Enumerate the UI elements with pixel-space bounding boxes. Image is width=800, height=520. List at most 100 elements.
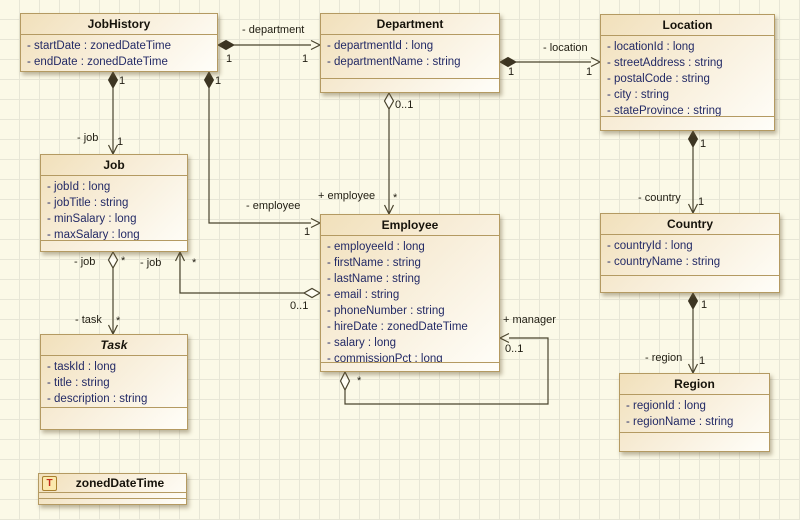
composition-diamond-icon — [107, 70, 119, 90]
class-department[interactable]: Department - departmentId : long - depar… — [320, 13, 500, 93]
assoc-job-task[interactable] — [107, 250, 119, 336]
assoc-location-country[interactable] — [687, 129, 699, 215]
attribute-line: - description : string — [47, 393, 148, 405]
role-label-department: - department — [242, 24, 305, 36]
attribute-line: - email : string — [327, 289, 400, 301]
role-label-location: - location — [543, 42, 588, 54]
multiplicity-label: 0..1 — [395, 99, 414, 111]
aggregation-diamond-icon — [383, 91, 395, 111]
multiplicity-label: * — [393, 192, 398, 204]
class-employee[interactable]: Employee - employeeId : long - firstName… — [320, 214, 500, 372]
composition-diamond-icon — [687, 291, 699, 311]
role-label-country: - country — [638, 192, 681, 204]
attribute-line: - streetAddress : string — [607, 57, 723, 69]
empty-compartment — [601, 275, 779, 292]
class-job[interactable]: Job - jobId : long - jobTitle : string -… — [40, 154, 188, 252]
assoc-line — [208, 88, 311, 224]
aggregation-diamond-icon — [107, 250, 119, 270]
attribute-line: - employeeId : long — [327, 241, 425, 253]
attribute-line: - jobId : long — [47, 181, 111, 193]
attribute-line: - hireDate : zonedDateTime — [327, 321, 468, 333]
empty-compartment — [41, 240, 187, 251]
class-jobhistory[interactable]: JobHistory - startDate : zonedDateTime -… — [20, 13, 218, 72]
attribute-line: - commissionPct : long — [327, 353, 443, 362]
class-attributes: - startDate : zonedDateTime - endDate : … — [21, 35, 217, 71]
class-title: Country — [601, 214, 779, 235]
multiplicity-label: * — [357, 375, 362, 387]
class-attributes: - locationId : long - streetAddress : st… — [601, 36, 774, 116]
arrowhead-icon — [174, 250, 186, 262]
multiplicity-label: 1 — [508, 66, 515, 78]
aggregation-diamond-icon — [302, 287, 322, 299]
empty-compartment — [41, 407, 187, 429]
multiplicity-label: 1 — [119, 75, 126, 87]
class-title: Region — [620, 374, 769, 395]
attribute-line: - regionName : string — [626, 416, 734, 428]
multiplicity-label: 1 — [586, 66, 593, 78]
empty-compartment — [321, 78, 499, 92]
assoc-line — [344, 337, 549, 405]
class-attributes: - taskId : long - title : string - descr… — [41, 356, 187, 407]
multiplicity-label: 0..1 — [505, 343, 524, 355]
multiplicity-label: 1 — [698, 196, 705, 208]
aggregation-diamond-icon — [339, 370, 351, 392]
attribute-line: - lastName : string — [327, 273, 421, 285]
multiplicity-label: 1 — [701, 299, 708, 311]
class-location[interactable]: Location - locationId : long - streetAdd… — [600, 14, 775, 131]
role-label-job: - job — [77, 132, 99, 144]
empty-compartment — [601, 116, 774, 130]
class-attributes: - departmentId : long - departmentName :… — [321, 35, 499, 78]
attribute-line: - jobTitle : string — [47, 197, 129, 209]
attribute-line: - minSalary : long — [47, 213, 137, 225]
attribute-line: - startDate : zonedDateTime — [27, 40, 172, 52]
role-label-job: - job — [140, 257, 162, 269]
multiplicity-label: 1 — [226, 53, 233, 65]
role-label-task: - task — [75, 314, 102, 326]
assoc-employee-job[interactable] — [174, 250, 322, 299]
role-label-employee-public: + employee — [318, 190, 376, 202]
assoc-department-location[interactable] — [498, 56, 602, 68]
arrowhead-icon — [310, 39, 322, 51]
multiplicity-label: 1 — [700, 138, 707, 150]
multiplicity-label: 1 — [302, 53, 309, 65]
class-attributes: - regionId : long - regionName : string — [620, 395, 769, 432]
datatype-header: T zonedDateTime — [39, 474, 186, 493]
role-label-employee: - employee — [246, 200, 301, 212]
multiplicity-label: 1 — [699, 355, 706, 367]
attribute-line: - endDate : zonedDateTime — [27, 56, 168, 68]
class-title: Location — [601, 15, 774, 36]
class-title: Employee — [321, 215, 499, 236]
attribute-line: - countryId : long — [607, 240, 693, 252]
attribute-line: - regionId : long — [626, 400, 706, 412]
multiplicity-label: * — [121, 255, 126, 267]
role-label-region: - region — [645, 352, 683, 364]
arrowhead-icon — [590, 56, 602, 68]
class-attributes: - countryId : long - countryName : strin… — [601, 235, 779, 275]
class-region[interactable]: Region - regionId : long - regionName : … — [619, 373, 770, 452]
multiplicity-label: 1 — [304, 226, 311, 238]
attribute-line: - city : string — [607, 89, 669, 101]
role-label-manager: + manager — [503, 314, 556, 326]
empty-compartment — [620, 432, 769, 451]
attribute-line: - departmentName : string — [327, 56, 461, 68]
assoc-jobhistory-department[interactable] — [216, 39, 322, 51]
assoc-country-region[interactable] — [687, 291, 699, 375]
arrowhead-icon — [310, 217, 322, 229]
assoc-employee-manager[interactable] — [339, 332, 549, 405]
attribute-line: - title : string — [47, 377, 110, 389]
attribute-line: - departmentId : long — [327, 40, 434, 52]
empty-compartment — [39, 493, 186, 499]
datatype-zoneddatetime[interactable]: T zonedDateTime — [38, 473, 187, 505]
composition-diamond-icon — [203, 70, 215, 90]
multiplicity-label: * — [116, 315, 121, 327]
class-country[interactable]: Country - countryId : long - countryName… — [600, 213, 780, 293]
multiplicity-label: 1 — [117, 136, 124, 148]
multiplicity-label: 0..1 — [290, 300, 309, 312]
class-attributes: - employeeId : long - firstName : string… — [321, 236, 499, 362]
empty-compartment — [321, 362, 499, 371]
class-task[interactable]: Task - taskId : long - title : string - … — [40, 334, 188, 430]
arrowhead-icon — [498, 332, 510, 344]
attribute-line: - phoneNumber : string — [327, 305, 445, 317]
class-title: Department — [321, 14, 499, 35]
